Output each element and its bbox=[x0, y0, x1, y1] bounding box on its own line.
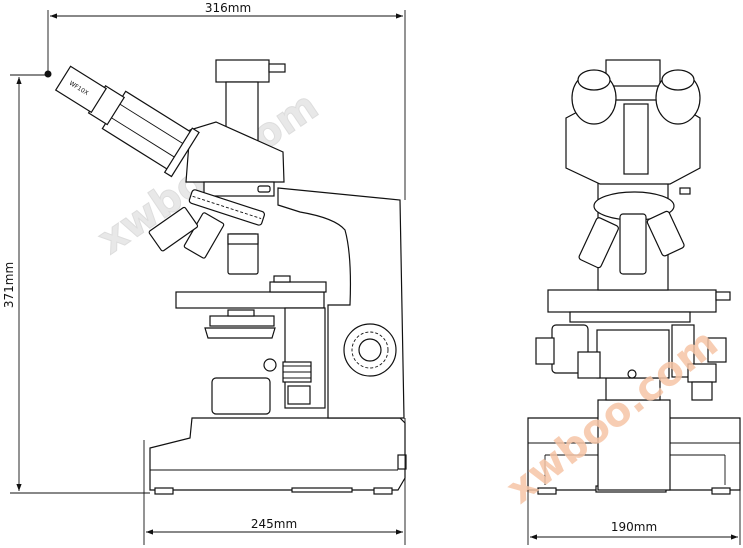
dimension-base-width-label: 190mm bbox=[611, 520, 657, 534]
dimension-depth-label: 245mm bbox=[251, 517, 297, 531]
dimension-width-label: 316mm bbox=[205, 1, 251, 15]
objectives bbox=[148, 206, 259, 275]
side-stage bbox=[175, 291, 325, 309]
front-view bbox=[527, 59, 741, 495]
nosepiece bbox=[188, 189, 266, 226]
dimension-height-label: 371mm bbox=[2, 262, 16, 308]
eyepiece bbox=[54, 65, 108, 114]
side-base bbox=[149, 417, 406, 491]
dimension-lines bbox=[10, 10, 741, 545]
trinocular-port bbox=[215, 59, 270, 83]
focus-knob bbox=[343, 323, 397, 377]
side-view: WF10X bbox=[54, 59, 407, 495]
